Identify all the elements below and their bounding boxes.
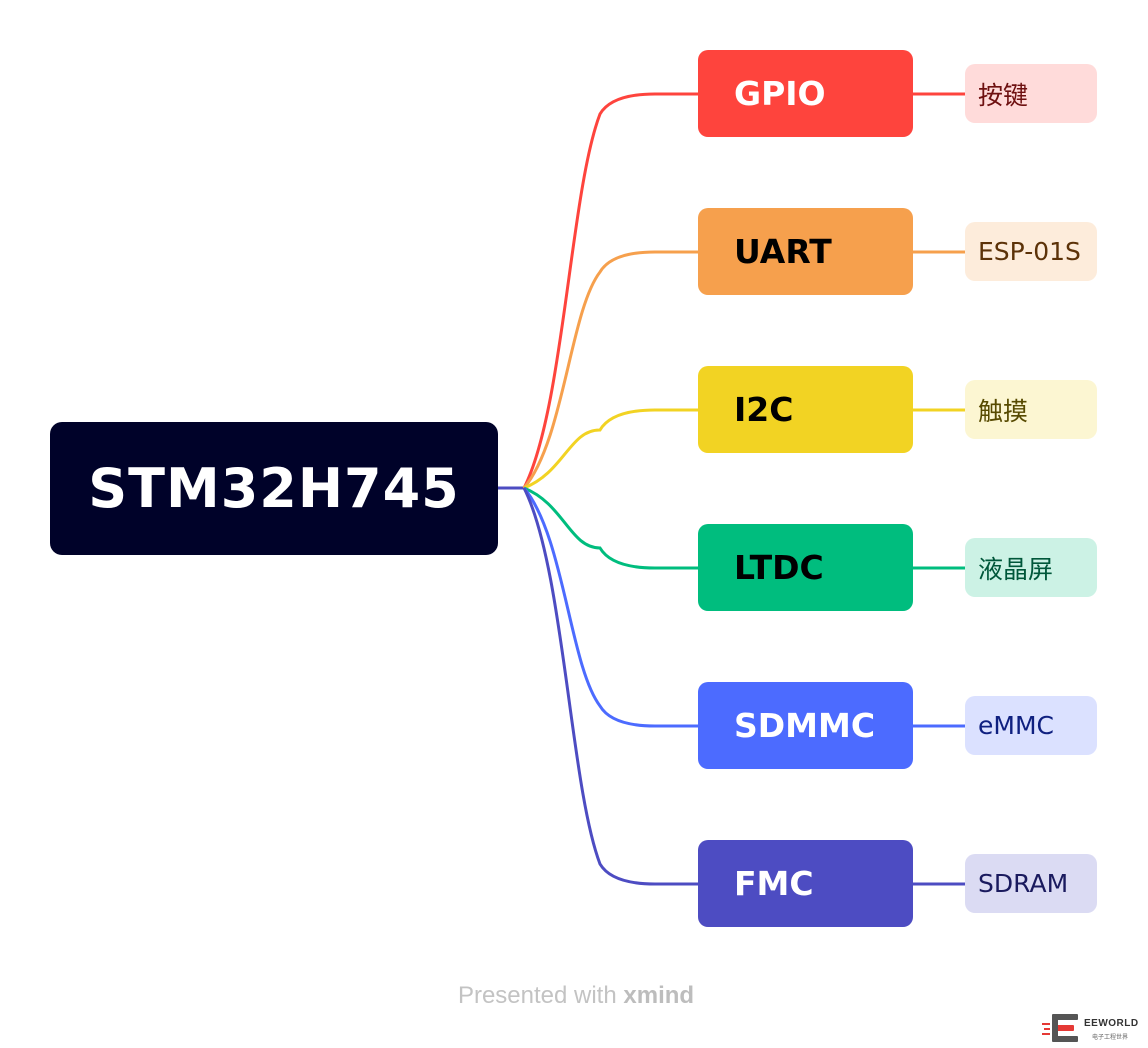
branch-topic-ltdc[interactable]: LTDC bbox=[698, 524, 913, 611]
branch-topic-label: LTDC bbox=[734, 548, 824, 587]
branch-topic-label: UART bbox=[734, 232, 832, 271]
eeworld-logo-icon bbox=[1042, 1014, 1078, 1042]
eeworld-name: EEWORLD bbox=[1084, 1018, 1139, 1029]
branch-topic-fmc[interactable]: FMC bbox=[698, 840, 913, 927]
eeworld-watermark: EEWORLD 电子工程世界 bbox=[1042, 1012, 1146, 1046]
leaf-topic-label: 按键 bbox=[978, 80, 1029, 110]
branch-topic-label: FMC bbox=[734, 864, 814, 903]
leaf-topic-lcd[interactable]: 液晶屏 bbox=[965, 538, 1097, 597]
branch-connector-i2c bbox=[523, 408, 698, 490]
root-topic-label: STM32H745 bbox=[88, 457, 460, 520]
leaf-topic-label: ESP-01S bbox=[978, 237, 1081, 266]
leaf-topic-label: eMMC bbox=[978, 711, 1054, 740]
branch-topic-label: GPIO bbox=[734, 74, 826, 113]
leaf-topic-label: 液晶屏 bbox=[978, 554, 1054, 584]
presented-with-footer: Presented with xmind bbox=[0, 982, 1148, 1010]
branch-topic-uart[interactable]: UART bbox=[698, 208, 913, 295]
footer-prefix: Presented with bbox=[457, 982, 617, 1009]
branch-connector-gpio bbox=[522, 92, 698, 489]
leaf-topic-sdram[interactable]: SDRAM bbox=[965, 854, 1097, 913]
branch-connector-uart bbox=[522, 250, 698, 489]
leaf-topic-touch[interactable]: 触摸 bbox=[965, 380, 1097, 439]
leaf-topic-label: 触摸 bbox=[978, 396, 1029, 426]
branch-connector-ltdc bbox=[523, 486, 698, 570]
branch-topic-label: SDMMC bbox=[734, 706, 876, 745]
branch-topic-gpio[interactable]: GPIO bbox=[698, 50, 913, 137]
leaf-topic-buttons[interactable]: 按键 bbox=[965, 64, 1097, 123]
branch-topic-label: I2C bbox=[734, 390, 794, 429]
leaf-topic-esp-01s[interactable]: ESP-01S bbox=[965, 222, 1097, 281]
branch-connector-sdmmc bbox=[522, 487, 698, 728]
eeworld-subtitle: 电子工程世界 bbox=[1092, 1034, 1129, 1041]
branch-connector-fmc bbox=[522, 487, 698, 886]
branch-topic-sdmmc[interactable]: SDMMC bbox=[698, 682, 913, 769]
xmind-brand: xmind bbox=[623, 982, 695, 1009]
branch-topic-i2c[interactable]: I2C bbox=[698, 366, 913, 453]
leaf-topic-emmc[interactable]: eMMC bbox=[965, 696, 1097, 755]
root-topic-stm32h745[interactable]: STM32H745 bbox=[50, 422, 498, 555]
leaf-topic-label: SDRAM bbox=[978, 869, 1069, 898]
